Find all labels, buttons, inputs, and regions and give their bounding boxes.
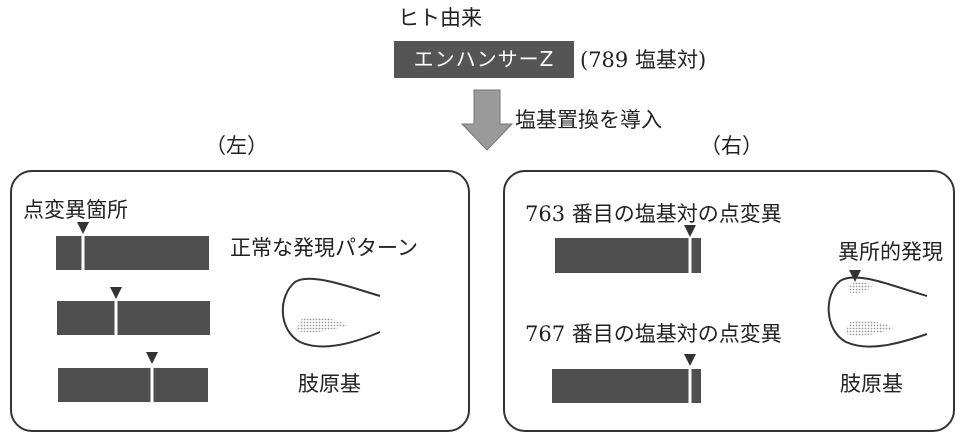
normal-pattern-label: 正常な発現パターン [230,236,418,260]
right-panel-title: （右） [700,134,763,158]
arrow-label: 塩基置換を導入 [515,108,662,132]
left-bar-2 [57,287,210,335]
enhancer-name: エンハンサーZ [413,47,555,71]
left-limb-bud [281,277,381,348]
mutation-763-label: 763 番目の塩基対の点変異 [525,202,782,226]
right-bar-763 [555,225,701,273]
left-bar-1 [56,222,209,270]
marker-triangle-icon [684,354,696,366]
left-panel-title: （左） [205,134,268,158]
right-bar-767 [552,354,701,403]
left-bud-label: 肢原基 [298,372,361,396]
mutation-767-label: 767 番目の塩基対の点変異 [525,322,782,346]
enhancer-z-box: エンハンサーZ [394,41,574,78]
ectopic-marker-triangle-icon [849,270,861,282]
marker-triangle-icon [684,225,696,237]
left-bar-3 [58,352,208,402]
down-arrow-icon [460,89,514,151]
marker-triangle-icon [146,352,158,364]
ectopic-expression-label: 異所的発現 [838,240,943,264]
marker-triangle-icon [77,222,89,234]
enhancer-size-label: (789 塩基対) [580,48,707,72]
right-bud-label: 肢原基 [840,372,903,396]
marker-triangle-icon [110,287,122,299]
origin-label: ヒト由来 [398,6,482,30]
right-limb-bud [827,276,928,348]
mutation-site-label: 点変異箇所 [23,198,128,222]
